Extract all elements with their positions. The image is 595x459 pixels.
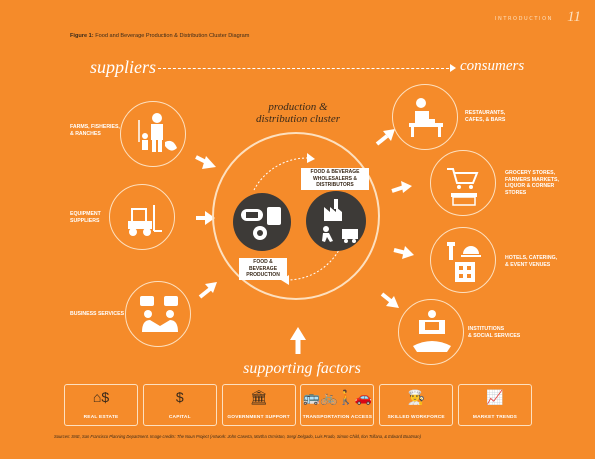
support-label: REAL ESTATE — [83, 415, 119, 420]
production-circle — [233, 193, 291, 251]
chef-icon: 👨‍🍳 — [407, 389, 425, 405]
consumers-heading: consumers — [460, 58, 525, 74]
page-number: 11 — [567, 9, 581, 25]
consumer-grocery-label: GROCERY STORES, FARMERS MARKETS, LIQUOR … — [505, 170, 570, 196]
support-label: CAPITAL — [168, 415, 191, 420]
supporting-factors-row: ⌂$ REAL ESTATE $ CAPITAL 🏛 GOVERNMENT SU… — [64, 384, 532, 426]
sources-note: Sources: SNE, San Francisco Planning Dep… — [54, 434, 421, 439]
figure-number: Figure 1: — [70, 33, 94, 39]
production-icon — [241, 207, 281, 240]
label-line: FARMERS MARKETS, — [505, 176, 559, 183]
flow-arrowhead — [450, 64, 456, 72]
label-line: STORES — [505, 189, 527, 196]
farmer-icon — [138, 113, 177, 152]
consumer-hotels-circle — [430, 227, 496, 293]
support-real-estate: ⌂$ REAL ESTATE — [64, 384, 138, 426]
label-line: & EVENT VENUES — [505, 261, 551, 268]
label-line: LIQUOR & CORNER — [505, 183, 555, 190]
transport-icon: 🚌🚲🚶🚗 — [302, 389, 373, 405]
label-line: GROCERY STORES, — [505, 170, 556, 176]
support-capital: $ CAPITAL — [142, 384, 217, 426]
forklift-icon — [128, 205, 162, 236]
consumer-institutions-label: INSTITUTIONS & SOCIAL SERVICES — [468, 326, 533, 339]
house-dollar-icon: ⌂$ — [92, 389, 110, 405]
consumer-restaurants-label: RESTAURANTS, CAFES, & BARS — [465, 110, 525, 123]
supplier-farms-circle — [120, 101, 186, 167]
label-line: WHOLESALERS & DISTRIBUTORS — [313, 175, 357, 189]
label-line: SUPPLIERS — [70, 217, 100, 224]
support-label: SKILLED WORKFORCE — [387, 415, 445, 420]
label-line: BUSINESS SERVICES — [70, 311, 125, 317]
label-line: & RANCHES — [70, 130, 101, 137]
support-market-trends: 📈 MARKET TRENDS — [457, 384, 532, 426]
label-line: PRODUCTION — [246, 272, 280, 278]
wholesale-circle — [306, 191, 366, 251]
flow-dashed-line — [158, 68, 454, 69]
production-label: FOOD & BEVERAGE PRODUCTION — [239, 258, 287, 280]
handshake-icon — [140, 296, 178, 332]
capitol-icon: 🏛 — [249, 389, 268, 405]
consumer-restaurants-circle — [392, 84, 458, 150]
label-line: RESTAURANTS, — [465, 110, 506, 116]
supplier-farms-label: FARMS, FISHERIES, & RANCHES — [70, 124, 120, 137]
suppliers-heading: suppliers — [90, 57, 157, 77]
label-line: CAFES, & BARS — [465, 116, 506, 123]
support-label: TRANSPORTATION ACCESS — [302, 415, 373, 420]
supplier-business-label: BUSINESS SERVICES — [70, 311, 126, 318]
grocery-icon — [447, 168, 479, 206]
label-line: FARMS, FISHERIES, — [70, 124, 120, 130]
cluster-circle — [212, 132, 380, 300]
serving-icon — [413, 310, 451, 352]
supplier-equipment-circle — [109, 184, 175, 250]
supplier-equipment-label: EQUIPMENT SUPPLIERS — [70, 211, 110, 224]
label-line: EQUIPMENT — [70, 211, 101, 217]
support-workforce: 👨‍🍳 SKILLED WORKFORCE — [379, 384, 454, 426]
support-label: MARKET TRENDS — [472, 415, 518, 420]
label-line: FOOD & BEVERAGE — [310, 169, 360, 175]
supporting-factors-title: supporting factors — [243, 360, 361, 377]
label-line: FOOD & BEVERAGE — [248, 259, 278, 272]
dollar-icon: $ — [175, 389, 184, 405]
label-line: HOTELS, CATERING, — [505, 255, 558, 261]
cluster-title-line: production & — [268, 101, 328, 113]
waiter-icon — [409, 98, 443, 137]
consumer-grocery-circle — [430, 150, 496, 216]
label-line: INSTITUTIONS — [468, 326, 505, 332]
section-label: INTRODUCTION — [494, 16, 553, 22]
consumer-institutions-circle — [398, 299, 464, 365]
cluster-title: production & distribution cluster — [238, 101, 358, 125]
figure-title: Figure 1: Food and Beverage Production &… — [70, 33, 249, 39]
label-line: & SOCIAL SERVICES — [468, 332, 521, 339]
hotel-icon — [447, 242, 481, 282]
trend-icon: 📈 — [486, 389, 504, 405]
figure-title-text: Food and Beverage Production & Distribut… — [95, 33, 250, 39]
cluster-title-line: distribution cluster — [255, 113, 341, 125]
support-transportation: 🚌🚲🚶🚗 TRANSPORTATION ACCESS — [300, 384, 375, 426]
supplier-business-circle — [125, 281, 191, 347]
consumer-hotels-label: HOTELS, CATERING, & EVENT VENUES — [505, 255, 570, 268]
support-government: 🏛 GOVERNMENT SUPPORT — [221, 384, 296, 426]
support-label: GOVERNMENT SUPPORT — [227, 415, 290, 420]
cycle-arrows — [253, 153, 343, 285]
wholesale-label: FOOD & BEVERAGE WHOLESALERS & DISTRIBUTO… — [301, 168, 369, 190]
factory-truck-icon — [322, 199, 358, 243]
